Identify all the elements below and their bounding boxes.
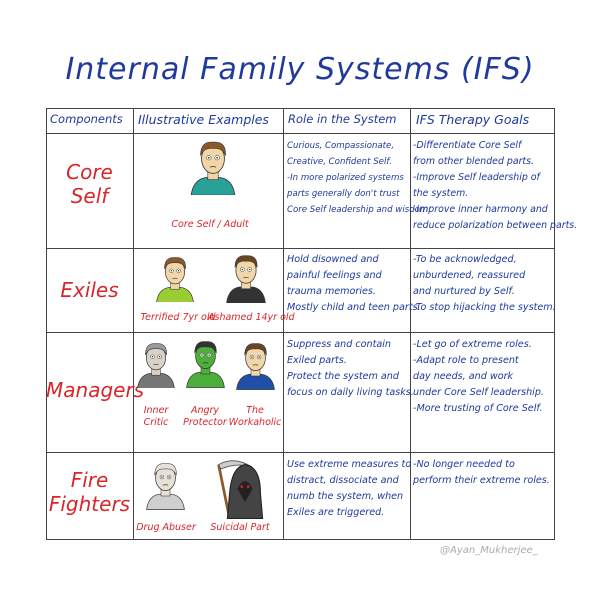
person-figure-icon (187, 138, 239, 196)
component-label-line: Fighters (48, 492, 131, 516)
goals-line: day needs, and work (413, 371, 514, 382)
goals-line: and nurtured by Self. (413, 286, 515, 297)
role-line: Exiles are triggered. (287, 507, 385, 518)
role-line: trauma memories. (287, 286, 376, 297)
example-caption-line: Critic (143, 417, 169, 428)
role-line: Suppress and contain (287, 339, 391, 350)
example-caption-line: Drug Abuser (136, 522, 196, 533)
role-line: Exiled parts. (287, 355, 347, 366)
role-line: focus on daily living tasks. (287, 387, 414, 398)
role-line: Core Self leadership and wisdom. (287, 205, 432, 215)
goals-line: -More trusting of Core Self. (413, 403, 543, 414)
divider (133, 108, 134, 540)
divider (46, 332, 555, 333)
role-line: painful feelings and (287, 270, 382, 281)
role-line: Protect the system and (287, 371, 399, 382)
divider (283, 108, 284, 540)
goals-text: -Differentiate Core Self from other blend… (413, 138, 577, 234)
person-figure-icon (134, 340, 178, 389)
goals-line: -To be acknowledged, (413, 254, 517, 265)
goals-line: perform their extreme roles. (413, 475, 550, 486)
role-line: Curious, Compassionate, (287, 141, 395, 151)
example-caption: Ashamed 14yr old (208, 312, 295, 324)
role-text: Use extreme measures to distract, dissoci… (287, 457, 411, 521)
role-line: Use extreme measures to (287, 459, 412, 470)
role-text: Hold disowned and painful feelings and tra… (287, 252, 421, 316)
example-caption: Suicidal Part (200, 522, 280, 534)
divider (46, 133, 555, 134)
header-goals: IFS Therapy Goals (416, 112, 530, 127)
role-line: numb the system, when (287, 491, 404, 502)
person-figure-icon (183, 338, 228, 388)
goals-text: -No longer needed to perform their extrem… (413, 457, 550, 489)
person-figure-icon (223, 252, 269, 303)
goals-line: -Let go of extreme roles. (413, 339, 532, 350)
role-text: Curious, Compassionate, Creative, Confide… (287, 138, 431, 218)
component-label-line: Managers (46, 378, 145, 402)
goals-line: reduce polarization between parts. (413, 220, 578, 231)
goals-text: -Let go of extreme roles. -Adapt role to … (413, 337, 544, 417)
page-title: Internal Family Systems (IFS) (65, 52, 535, 87)
example-caption-line: Workaholic (228, 417, 282, 428)
author-credit: @Ayan_Mukherjee_ (440, 545, 538, 556)
example-caption-line: Terrified 7yr old (140, 312, 216, 323)
example-caption: Drug Abuser (126, 522, 206, 534)
example-caption-line: Suicidal Part (210, 522, 270, 533)
person-figure-icon (233, 340, 278, 390)
role-line: distract, dissociate and (287, 475, 399, 486)
role-line: -In more polarized systems (287, 173, 404, 183)
example-caption-line: Core Self / Adult (171, 219, 249, 230)
example-caption-line: The (246, 405, 264, 416)
goals-line: -To stop hijacking the system. (413, 302, 556, 313)
goals-line: under Core Self leadership. (413, 387, 544, 398)
ifs-table (46, 108, 555, 540)
goals-line: -No longer needed to (413, 459, 515, 470)
person-figure-icon (143, 460, 188, 510)
example-caption: Terrified 7yr old (138, 312, 218, 324)
component-label: Managers (46, 378, 145, 402)
header-examples: Illustrative Examples (138, 112, 269, 127)
component-label-line: Exiles (60, 278, 119, 302)
person-figure-icon (153, 254, 197, 303)
goals-line: -Improve inner harmony and (413, 204, 548, 215)
component-label: Exiles (46, 278, 133, 302)
role-line: Hold disowned and (287, 254, 379, 265)
header-role: Role in the System (288, 112, 397, 126)
component-label-line: Self (70, 184, 109, 208)
reaper-figure-icon (212, 458, 267, 520)
example-caption-line: Angry (190, 405, 220, 416)
component-label-line: Fire (70, 468, 109, 492)
goals-line: -Adapt role to present (413, 355, 519, 366)
goals-line: unburdened, reassured (413, 270, 526, 281)
divider (410, 108, 411, 540)
goals-line: -Improve Self leadership of (413, 172, 540, 183)
example-caption-line: Ashamed 14yr old (208, 312, 295, 323)
divider (46, 248, 555, 249)
example-caption-line: Inner (143, 405, 169, 416)
goals-line: the system. (413, 188, 469, 199)
role-line: parts generally don't trust (287, 189, 400, 199)
goals-line: -Differentiate Core Self (413, 140, 522, 151)
header-components: Components (50, 112, 123, 126)
divider (46, 452, 555, 453)
role-line: Mostly child and teen parts. (287, 302, 421, 313)
goals-line: from other blended parts. (413, 156, 534, 167)
example-caption: Core Self / Adult (170, 219, 250, 231)
component-label-line: Core (66, 160, 113, 184)
goals-text: -To be acknowledged, unburdened, reassure… (413, 252, 556, 316)
example-caption-line: Protector (183, 417, 227, 428)
role-line: Creative, Confident Self. (287, 157, 392, 167)
